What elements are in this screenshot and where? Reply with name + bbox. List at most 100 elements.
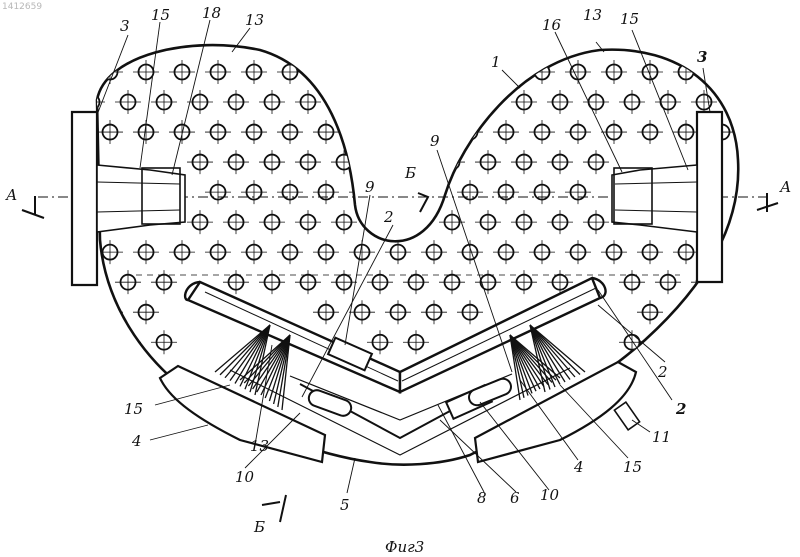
tube-hole xyxy=(751,425,766,440)
tube-hole xyxy=(787,65,800,80)
tube-hole xyxy=(751,305,766,320)
tube-hole xyxy=(373,155,388,170)
tube-hole xyxy=(427,65,442,80)
tube-hole xyxy=(355,65,370,80)
tube-hole xyxy=(157,515,172,530)
tube-hole xyxy=(733,275,748,290)
tube-hole xyxy=(409,215,424,230)
tube-hole xyxy=(337,515,352,530)
label-9-mid: 9 xyxy=(430,132,440,150)
tube-hole xyxy=(661,455,676,470)
label-10-left: 10 xyxy=(235,468,255,486)
tube-hole xyxy=(391,125,406,140)
section-markers xyxy=(22,193,778,522)
tube-hole xyxy=(481,515,496,530)
tube-hole xyxy=(463,125,478,140)
tube-hole xyxy=(67,65,82,80)
label-3-left: 3 xyxy=(120,17,130,35)
fan-hatch-line xyxy=(530,325,585,372)
tube-hole xyxy=(751,65,766,80)
tube-hole xyxy=(499,65,514,80)
tube-hole xyxy=(319,65,334,80)
label-4-right: 4 xyxy=(573,458,584,476)
tube-hole xyxy=(157,455,172,470)
label-6: 6 xyxy=(510,489,520,507)
tube-hole xyxy=(733,395,748,410)
tube-hole xyxy=(445,95,460,110)
section-letter-a-right: А xyxy=(779,178,791,196)
label-3-right: 3 xyxy=(697,48,707,66)
tube-hole xyxy=(715,65,730,80)
tube-hole xyxy=(247,485,262,500)
tube-hole xyxy=(715,365,730,380)
tube-hole xyxy=(679,305,694,320)
tube-hole xyxy=(481,95,496,110)
part-labels: 3 15 18 13 1 16 13 15 3 9 9 2 15 4 10 13… xyxy=(120,4,707,514)
label-16: 16 xyxy=(542,16,562,34)
tube-hole xyxy=(211,485,226,500)
tube-hole xyxy=(643,485,658,500)
label-9-left: 9 xyxy=(365,178,375,196)
tube-hole xyxy=(409,515,424,530)
tube-hole xyxy=(733,455,748,470)
tube-hole xyxy=(661,515,676,530)
tube-hole xyxy=(265,515,280,530)
tube-hole xyxy=(301,515,316,530)
tube-hole xyxy=(463,485,478,500)
tube-hole xyxy=(751,365,766,380)
tube-hole xyxy=(67,485,82,500)
tube-hole xyxy=(445,155,460,170)
label-13-bottom: 13 xyxy=(250,437,269,455)
tube-hole xyxy=(337,95,352,110)
tube-hole xyxy=(319,485,334,500)
label-18: 18 xyxy=(202,4,221,22)
tube-hole xyxy=(769,395,784,410)
tube-hole xyxy=(553,515,568,530)
section-letter-b-bottom: Б xyxy=(253,518,265,536)
tube-hole xyxy=(589,515,604,530)
tube-hole xyxy=(787,365,800,380)
tube-hole xyxy=(769,455,784,470)
tube-hole xyxy=(787,305,800,320)
tube-hole xyxy=(733,95,748,110)
tube-hole xyxy=(391,485,406,500)
tube-hole xyxy=(769,95,784,110)
tube-hole xyxy=(103,485,118,500)
tube-hole xyxy=(787,245,800,260)
tube-hole xyxy=(427,485,442,500)
tube-hole xyxy=(661,395,676,410)
tube-hole xyxy=(445,515,460,530)
tube-hole xyxy=(697,455,712,470)
tube-hole xyxy=(625,515,640,530)
tube-hole xyxy=(85,515,100,530)
label-2-left: 2 xyxy=(383,208,394,226)
tube-hole xyxy=(121,455,136,470)
label-1: 1 xyxy=(491,53,501,71)
tube-hole xyxy=(139,485,154,500)
tube-hole xyxy=(355,485,370,500)
tube-hole xyxy=(679,365,694,380)
tube-hole xyxy=(679,485,694,500)
tube-hole xyxy=(607,485,622,500)
label-10-right: 10 xyxy=(540,486,560,504)
tube-hole xyxy=(103,425,118,440)
tube-hole xyxy=(715,425,730,440)
label-15-top-right: 15 xyxy=(620,10,639,28)
label-15-left: 15 xyxy=(124,400,143,418)
tube-hole xyxy=(697,395,712,410)
tube-hole xyxy=(103,365,118,380)
tube-hole xyxy=(85,395,100,410)
tube-hole xyxy=(373,95,388,110)
label-15-right: 15 xyxy=(623,458,642,476)
tube-hole xyxy=(139,365,154,380)
tube-hole xyxy=(85,455,100,470)
label-13-top: 13 xyxy=(245,11,264,29)
label-5-bottom: 5 xyxy=(340,496,350,514)
tube-hole xyxy=(463,65,478,80)
tube-hole xyxy=(391,65,406,80)
tube-hole xyxy=(751,485,766,500)
tube-hole xyxy=(787,485,800,500)
tube-hole xyxy=(715,485,730,500)
figure-caption: Фиг3 xyxy=(385,538,424,556)
side-header-left xyxy=(72,112,185,285)
